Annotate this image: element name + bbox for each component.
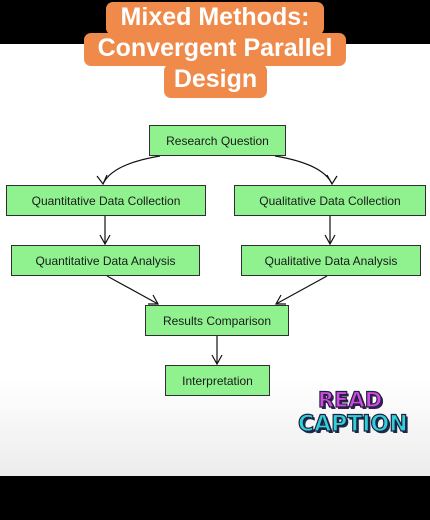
title-line-2: Convergent Parallel: [84, 33, 346, 66]
arrow-quant-analysis-to-comparison: [106, 275, 159, 305]
arrow-qual-analysis-to-comparison: [275, 275, 328, 305]
read-caption-sticker: READ CAPTION: [297, 387, 408, 444]
arrowhead: [211, 354, 223, 366]
arrow-question-to-qual-collection: [274, 155, 333, 185]
node-research-question: Research Question: [149, 125, 286, 156]
arrow-question-to-quant-collection: [102, 155, 161, 185]
bottom-fade: [0, 380, 430, 476]
arrowhead: [148, 294, 160, 305]
sticker-read-text: READ: [317, 387, 383, 412]
arrowhead: [99, 234, 111, 246]
arrowhead: [274, 294, 286, 305]
bottom-black-band: [0, 476, 430, 520]
node-interpretation: Interpretation: [165, 365, 270, 396]
node-results-comparison: Results Comparison: [145, 305, 289, 336]
node-quantitative-data-collection: Quantitative Data Collection: [6, 185, 206, 216]
sticker-caption-text: CAPTION: [297, 411, 408, 437]
node-qualitative-data-collection: Qualitative Data Collection: [234, 185, 426, 216]
node-qualitative-data-analysis: Qualitative Data Analysis: [241, 245, 421, 276]
title-line-3: Design: [164, 64, 267, 98]
title-line-1: Mixed Methods:: [106, 2, 324, 35]
arrowhead: [324, 234, 336, 246]
node-quantitative-data-analysis: Quantitative Data Analysis: [11, 245, 200, 276]
arrowhead: [326, 174, 338, 186]
arrowhead: [96, 174, 108, 186]
